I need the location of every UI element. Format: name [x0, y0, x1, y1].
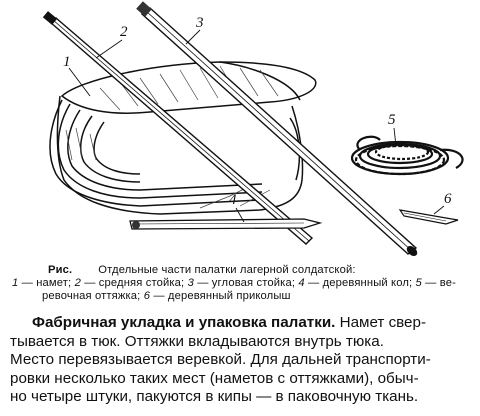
caption-part-num-6: 6 — [143, 290, 151, 302]
body-line-3: Место перевязывается веревкой. Для дальн… — [10, 351, 431, 368]
label-2: 2 — [120, 24, 128, 40]
body-line-1-rest: Намет свер- — [335, 314, 427, 331]
caption-part-text-2: — средняя стойка; — [80, 277, 188, 289]
caption-title-line: Рис. Отдельные части палатки лагерной сол… — [12, 264, 470, 277]
caption-parts-line-1: 1 — намет; 2 — средняя стойка; 3 — углов… — [12, 277, 470, 290]
caption-part-text-4: — деревянный кол; — [304, 277, 416, 289]
body-paragraph: Фабричная укладка и упаковка палатки. На… — [10, 314, 474, 407]
caption-part-num-3: 3 — [187, 277, 194, 289]
caption-part-text-5b: ревочная оттяжка; — [42, 290, 144, 302]
figure-caption: Рис. Отдельные части палатки лагерной сол… — [12, 264, 470, 303]
caption-part-num-5: 5 — [415, 277, 422, 289]
label-1: 1 — [63, 54, 71, 70]
body-line-5: но четыре штуки, пакуются в кипы — в пак… — [10, 388, 419, 405]
label-6: 6 — [444, 191, 452, 207]
body-heading: Фабричная укладка и упаковка палатки. — [32, 314, 336, 331]
caption-part-num-4: 4 — [298, 277, 305, 289]
caption-ris: Рис. — [48, 264, 73, 276]
label-5: 5 — [388, 112, 396, 128]
wooden-pin — [398, 209, 459, 225]
caption-part-text-1: — намет; — [18, 277, 75, 289]
label-4: 4 — [229, 192, 237, 208]
body-line-1: Фабричная укладка и упаковка палатки. На… — [10, 314, 474, 333]
caption-parts-line-2: ревочная оттяжка; 6 — деревянный приколы… — [12, 290, 470, 303]
tent-parts-illustration: 1 2 3 4 5 6 — [42, 1, 464, 256]
caption-title: Отдельные части палатки лагерной солдатс… — [98, 264, 356, 276]
rope-coil — [350, 135, 464, 176]
wooden-stake — [129, 218, 323, 230]
caption-part-num-1: 1 — [12, 277, 19, 289]
body-line-4: ровки несколько таких мест (наметов с от… — [10, 369, 419, 387]
label-3: 3 — [195, 15, 204, 31]
caption-part-text-6: — деревянный приколыш — [150, 290, 291, 302]
caption-part-text-5: — ве- — [421, 277, 456, 289]
caption-part-num-2: 2 — [74, 277, 81, 289]
corner-pole — [136, 1, 418, 256]
middle-pole — [42, 11, 314, 245]
body-line-2: тывается в тюк. Оттяжки вкладываются вну… — [10, 332, 384, 350]
caption-part-text-3: — угловая стойка; — [193, 277, 299, 289]
leader-lines — [68, 29, 445, 223]
